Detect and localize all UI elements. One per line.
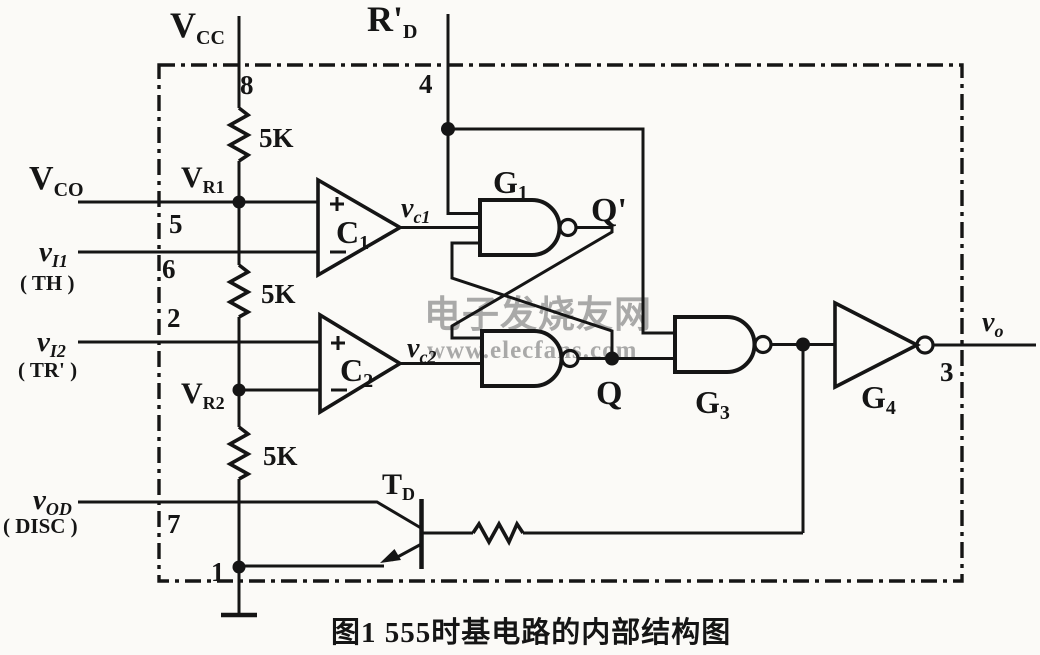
vi1-label: vI1 [39,236,68,271]
gnd-node [232,560,246,574]
vr2-label: VR2 [181,377,225,413]
base-feedback-wire [421,344,805,547]
c2-label: C2 [340,352,373,392]
tr-label: ( TR' ) [18,358,77,382]
vco-label: VCO [29,160,84,201]
vr1-label: VR1 [181,161,225,197]
figure-caption: 图1 555时基电路的内部结构图 [331,615,731,649]
td-label: TD [382,468,415,504]
vo-label: vo [982,307,1003,341]
q-node [605,351,619,366]
vod-label: vOD [33,484,72,519]
nand-gate-g3 [673,315,835,374]
reset-node [441,122,455,136]
pin-2: 2 [167,303,181,333]
g3-label: G3 [695,384,730,424]
pin-1: 1 [211,557,225,587]
input-wires [78,200,422,530]
vc1-label: vc1 [401,193,430,227]
c1-label: C1 [336,214,369,254]
g3-output-node [796,337,810,352]
r2-value: 5K [261,279,296,309]
qbar-feedback-wire [450,226,614,340]
ic-boundary-box [157,63,964,583]
q-feedback-wire [450,241,614,359]
r1-value: 5K [259,123,294,153]
nand-gate-g1 [478,198,578,257]
watermark-site-name: 电子发烧友网 [424,294,652,336]
r3-value: 5K [263,441,298,471]
resistor-r3 [226,425,252,481]
resistor-r2 [226,263,252,319]
latch-cross-coupling [450,226,675,360]
pin-5: 5 [169,209,183,239]
pin-7: 7 [167,509,181,539]
resistor-base [471,520,525,547]
transistor-td [239,499,424,569]
th-label: ( TH ) [20,271,74,295]
rd-label: R'D [367,0,417,43]
vr2-node [232,383,246,397]
pin-3: 3 [940,357,954,387]
vod-collector-wire [78,500,422,530]
q-label: Q [596,375,622,412]
qbar-label: Q' [591,192,627,229]
comparator-c1 [316,176,480,279]
pin-4: 4 [419,69,433,99]
g1-label: G1 [493,164,528,204]
inverter-g4 [833,300,1036,390]
resistor-r1 [226,106,252,163]
reset-wires [446,14,675,335]
td-emitter-arrow [380,549,401,563]
vcc-label: VCC [170,5,225,49]
vc2-label: vc2 [407,333,436,367]
vi2-label: vI2 [37,326,66,361]
disc-label: ( DISC ) [3,514,78,538]
pin-8: 8 [240,70,254,100]
comparator-c2 [318,311,482,416]
g4-label: G4 [861,379,896,419]
junction-dots [232,122,810,574]
pin-6: 6 [162,254,176,284]
vr1-node [232,195,246,209]
